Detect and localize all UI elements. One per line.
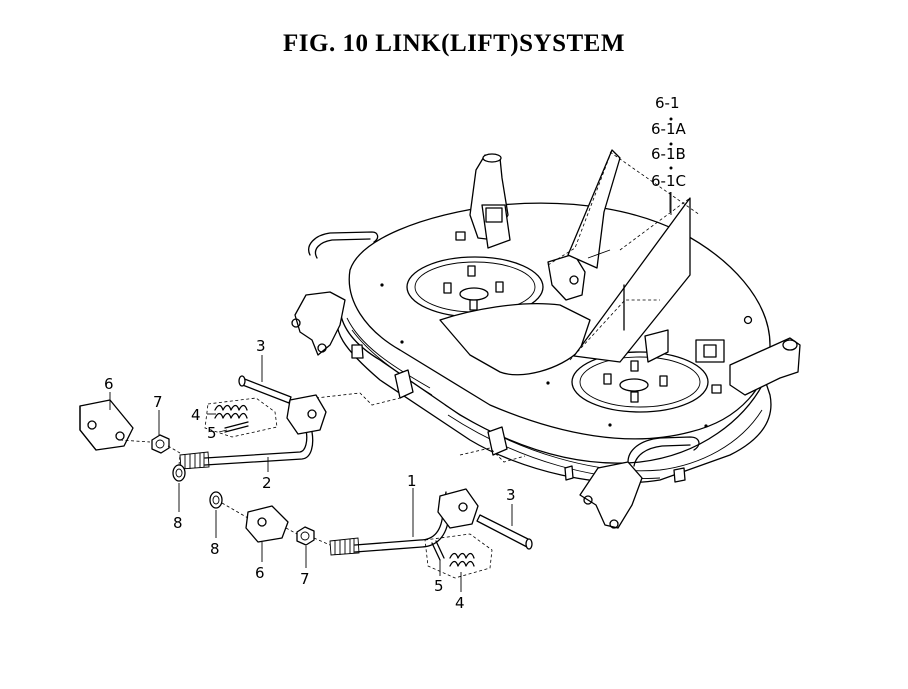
callout-6-upper: 6 (104, 375, 114, 393)
callout-6-lower: 6 (255, 564, 265, 582)
reference-dash-lines (315, 392, 526, 463)
trunnion-lower (245, 505, 289, 543)
callout-2: 2 (262, 474, 272, 492)
callout-6-1c: 6-1C (651, 172, 686, 190)
callout-labels: 6 7 4 5 3 2 8 1 3 8 6 7 5 4 6-1 6-1A 6-1… (104, 94, 686, 612)
skirt-brackets (351, 344, 686, 483)
spindle-bolts (443, 231, 722, 403)
threaded-end-upper (179, 451, 210, 470)
discharge-chute-assembly (547, 149, 701, 363)
washer-lower (209, 491, 223, 509)
callout-7-lower: 7 (300, 570, 310, 588)
lift-link-upper (179, 375, 327, 470)
callout-3-lower: 3 (506, 486, 516, 504)
callout-5-lower: 5 (434, 577, 444, 595)
nut-lower (296, 526, 315, 546)
threaded-end-lower (329, 537, 360, 556)
callout-8-lower: 8 (210, 540, 220, 558)
callout-6-1: 6-1 (655, 94, 680, 112)
trunnion-upper (79, 399, 134, 451)
deck-left-bracket (291, 231, 379, 356)
figure-title: FIG. 10 LINK(LIFT)SYSTEM (283, 30, 625, 57)
callout-5-upper: 5 (207, 424, 217, 442)
callout-4-upper: 4 (191, 406, 201, 424)
callout-6-1b: 6-1B (651, 145, 686, 163)
leader-lines (109, 117, 673, 592)
callout-4-lower: 4 (455, 594, 465, 612)
lift-link-lower (329, 488, 533, 579)
nut-upper (151, 434, 170, 454)
spring-lower (449, 552, 475, 567)
callout-3-upper: 3 (256, 337, 266, 355)
deck-right-bracket (644, 315, 801, 396)
spring-upper (214, 404, 248, 419)
axis-line-upper (119, 439, 181, 466)
axis-line-lower (221, 502, 331, 546)
washer-upper (172, 464, 186, 482)
callout-1: 1 (407, 472, 417, 490)
callout-6-1a: 6-1A (651, 120, 686, 138)
callout-7-upper: 7 (153, 393, 163, 411)
deck-pivot-post (469, 153, 511, 249)
callout-8-upper: 8 (173, 514, 183, 532)
deck-front-bracket (579, 436, 700, 529)
